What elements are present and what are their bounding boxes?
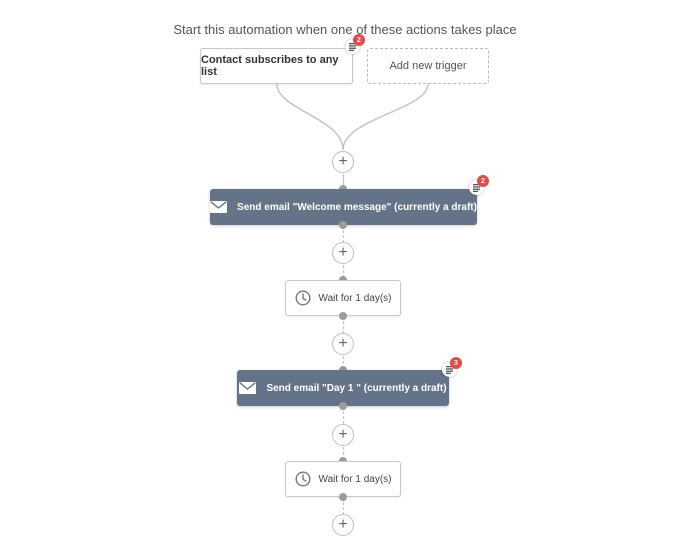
email-notes-badge[interactable]: 2 (469, 175, 489, 196)
add-step-button[interactable]: + (332, 333, 354, 355)
add-new-trigger-button[interactable]: Add new trigger (367, 48, 489, 84)
wait-step[interactable]: Wait for 1 day(s) (285, 461, 401, 497)
connector-dot (339, 221, 347, 229)
add-trigger-label: Add new trigger (389, 60, 467, 72)
email-step-label: Send email "Day 1 " (currently a draft) (266, 382, 447, 394)
clock-icon (294, 290, 311, 306)
notes-count: 2 (477, 175, 489, 187)
trigger-notes-badge[interactable]: 2 (345, 34, 365, 55)
clock-icon (294, 471, 311, 487)
add-step-button[interactable]: + (332, 242, 354, 264)
send-email-step-day1[interactable]: Send email "Day 1 " (currently a draft) (237, 370, 449, 406)
notes-count: 3 (450, 357, 462, 369)
send-email-step-welcome[interactable]: Send email "Welcome message" (currently … (210, 189, 477, 225)
automation-header: Start this automation when one of these … (173, 22, 517, 37)
wait-step-label: Wait for 1 day(s) (318, 292, 392, 304)
envelope-icon (239, 382, 257, 394)
trigger-contact-subscribes[interactable]: Contact subscribes to any list (200, 48, 353, 84)
connector-dot (339, 312, 347, 320)
notes-count: 2 (353, 34, 365, 46)
email-notes-badge[interactable]: 3 (442, 357, 462, 378)
wait-step-label: Wait for 1 day(s) (318, 473, 392, 485)
wait-step[interactable]: Wait for 1 day(s) (285, 280, 401, 316)
add-step-button[interactable]: + (332, 151, 354, 173)
add-step-button[interactable]: + (332, 424, 354, 446)
connector-dot (339, 493, 347, 501)
add-step-button[interactable]: + (332, 514, 354, 536)
connector-dot (339, 402, 347, 410)
email-step-label: Send email "Welcome message" (currently … (237, 201, 477, 213)
envelope-icon (210, 201, 228, 213)
trigger-label: Contact subscribes to any list (201, 54, 339, 78)
